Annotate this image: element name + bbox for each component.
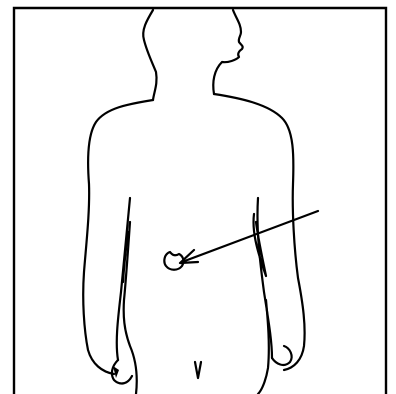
head-outline — [143, 10, 156, 100]
right-inner-arm — [257, 198, 272, 358]
organ-outline — [164, 252, 183, 270]
pointer-arrow-shaft — [182, 211, 318, 262]
navel — [195, 362, 201, 378]
figure-frame — [14, 8, 386, 394]
left-thumb-mark — [113, 366, 119, 378]
right-hand — [272, 346, 292, 365]
face-profile — [213, 10, 242, 94]
right-torso-side — [258, 300, 269, 394]
